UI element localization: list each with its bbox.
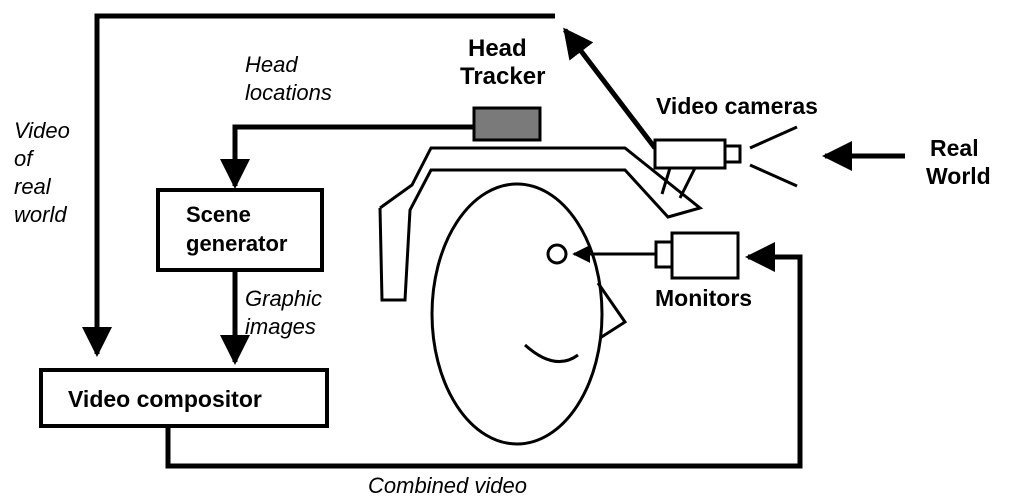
video-real-world-label-4: world — [14, 202, 67, 227]
real-world-label-1: Real — [930, 135, 979, 161]
head-outline — [430, 182, 628, 446]
video-compositor-box — [39, 368, 329, 428]
head-locations-label-2: locations — [245, 80, 332, 105]
camera-view-lines — [749, 125, 798, 188]
head-tracker-label-2: Tracker — [460, 63, 545, 90]
scene-generator-label-1: Scene — [186, 202, 251, 227]
video-of-real-world-path — [82, 13, 555, 357]
head-tracker-block — [472, 106, 542, 142]
scene-generator-box — [156, 188, 324, 272]
head-locations-path — [220, 124, 478, 189]
graphic-images-label-1: Graphic — [245, 286, 322, 311]
video-cameras-label: Video cameras — [656, 93, 818, 119]
graphic-images-label-2: images — [245, 314, 316, 339]
monitor-device — [654, 231, 740, 280]
head-locations-label-1: Head — [245, 52, 298, 77]
camera-to-top-arrow — [563, 27, 657, 150]
video-compositor-label: Video compositor — [68, 386, 262, 412]
scene-generator-label-2: generator — [186, 231, 288, 256]
monitors-label: Monitors — [655, 285, 752, 311]
video-real-world-label-2: of — [14, 146, 35, 171]
real-world-label-2: World — [926, 163, 991, 189]
video-real-world-label-3: real — [14, 174, 52, 199]
head-mount-frame — [378, 146, 704, 302]
head-tracker-label-1: Head — [468, 35, 527, 62]
video-camera — [653, 138, 742, 199]
video-real-world-label-1: Video — [14, 118, 70, 143]
combined-video-label: Combined video — [368, 473, 527, 498]
combined-video-path — [165, 242, 803, 469]
